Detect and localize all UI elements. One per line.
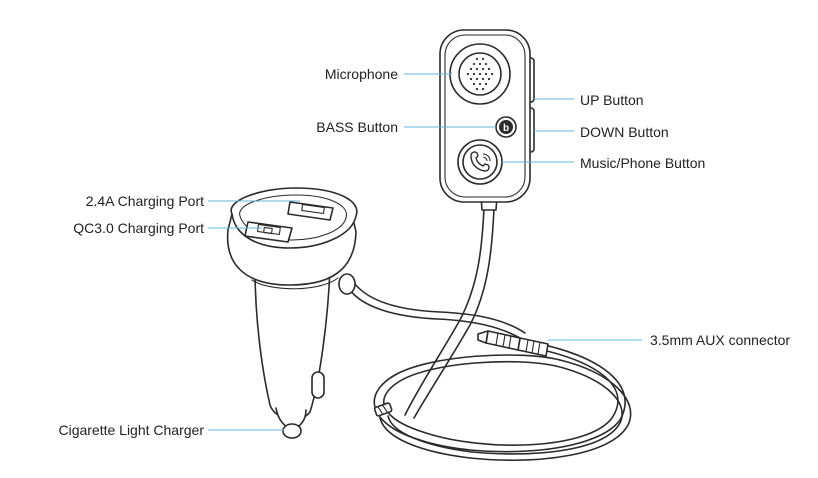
leader-lines: [208, 73, 642, 431]
label-cigarette-light-charger: Cigarette Light Charger: [58, 422, 204, 438]
remote-cable: [404, 207, 495, 419]
label-music-phone-button: Music/Phone Button: [580, 155, 706, 171]
cable-bead: [373, 402, 393, 417]
label-microphone: Microphone: [324, 66, 398, 82]
coiled-cable: [373, 341, 632, 461]
label-bass-button: BASS Button: [316, 119, 398, 135]
aux-connector: [477, 330, 549, 357]
label-aux-connector: 3.5mm AUX connector: [650, 332, 791, 348]
phone-music-icon: [470, 151, 491, 172]
label-charging-port-24a: 2.4A Charging Port: [85, 193, 204, 209]
label-up-button: UP Button: [580, 92, 644, 108]
remote-control: b: [439, 29, 535, 211]
label-down-button: DOWN Button: [580, 124, 669, 140]
bass-icon: b: [503, 123, 509, 134]
car-charger: [226, 187, 358, 439]
speaker-grille-icon: [466, 57, 494, 91]
charger-cable: [349, 279, 526, 339]
label-charging-port-qc30: QC3.0 Charging Port: [73, 220, 204, 236]
